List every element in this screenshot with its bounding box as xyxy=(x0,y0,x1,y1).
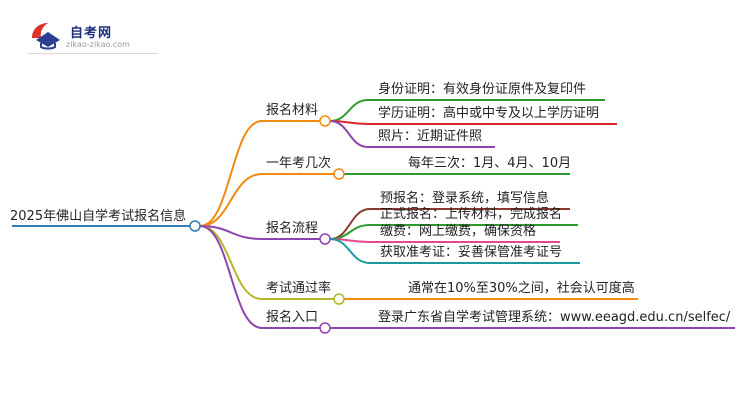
leaf-label: 学历证明：高中或中专及以上学历证明 xyxy=(378,106,600,121)
leaf-label: 预报名：登录系统，填写信息 xyxy=(380,191,550,206)
branch-connector xyxy=(199,173,263,227)
root-topic: 2025年佛山自学考试报名信息 xyxy=(10,209,187,224)
branch-node xyxy=(319,233,331,245)
branch-label: 报名入口 xyxy=(266,310,319,325)
branch-label: 一年考几次 xyxy=(266,156,332,171)
logo-divider xyxy=(28,53,158,54)
branch-node xyxy=(333,293,345,305)
branch-connector xyxy=(199,225,263,300)
leaf-label: 身份证明：有效身份证原件及复印件 xyxy=(378,82,587,97)
branch-node xyxy=(319,115,331,127)
branch-label: 报名流程 xyxy=(266,221,319,236)
branch-label: 报名材料 xyxy=(266,103,319,118)
logo-name: 自考网 xyxy=(70,26,113,41)
leaf-connector xyxy=(329,99,369,122)
branch-connector xyxy=(199,120,263,227)
root-node xyxy=(189,220,201,232)
leaf-label: 缴费：网上缴费，确保资格 xyxy=(380,224,537,239)
leaf-label: 正式报名：上传材料，完成报名 xyxy=(380,207,563,222)
leaf-label: 每年三次：1月、4月、10月 xyxy=(408,156,572,171)
logo-domain: zikao-zikao.com xyxy=(66,40,130,49)
leaf-connector xyxy=(329,208,371,240)
branch-node xyxy=(333,168,345,180)
leaf-label: 照片：近期证件照 xyxy=(378,129,483,144)
leaf-label: 获取准考证：妥善保管准考证号 xyxy=(380,245,563,260)
site-logo[interactable]: 自考网 zikao-zikao.com xyxy=(28,20,158,54)
branch-connector xyxy=(199,225,263,240)
leaf-connector xyxy=(329,120,369,148)
leaf-connector xyxy=(329,238,371,264)
branch-label: 考试通过率 xyxy=(266,281,332,296)
branch-connector xyxy=(199,225,263,329)
graduation-cap-logo-icon xyxy=(32,23,60,50)
leaf-label: 通常在10%至30%之间，社会认可度高 xyxy=(408,281,635,296)
branch-node xyxy=(319,322,331,334)
leaf-label: 登录广东省自学考试管理系统：www.eeagd.edu.cn/selfec/ xyxy=(378,310,731,325)
